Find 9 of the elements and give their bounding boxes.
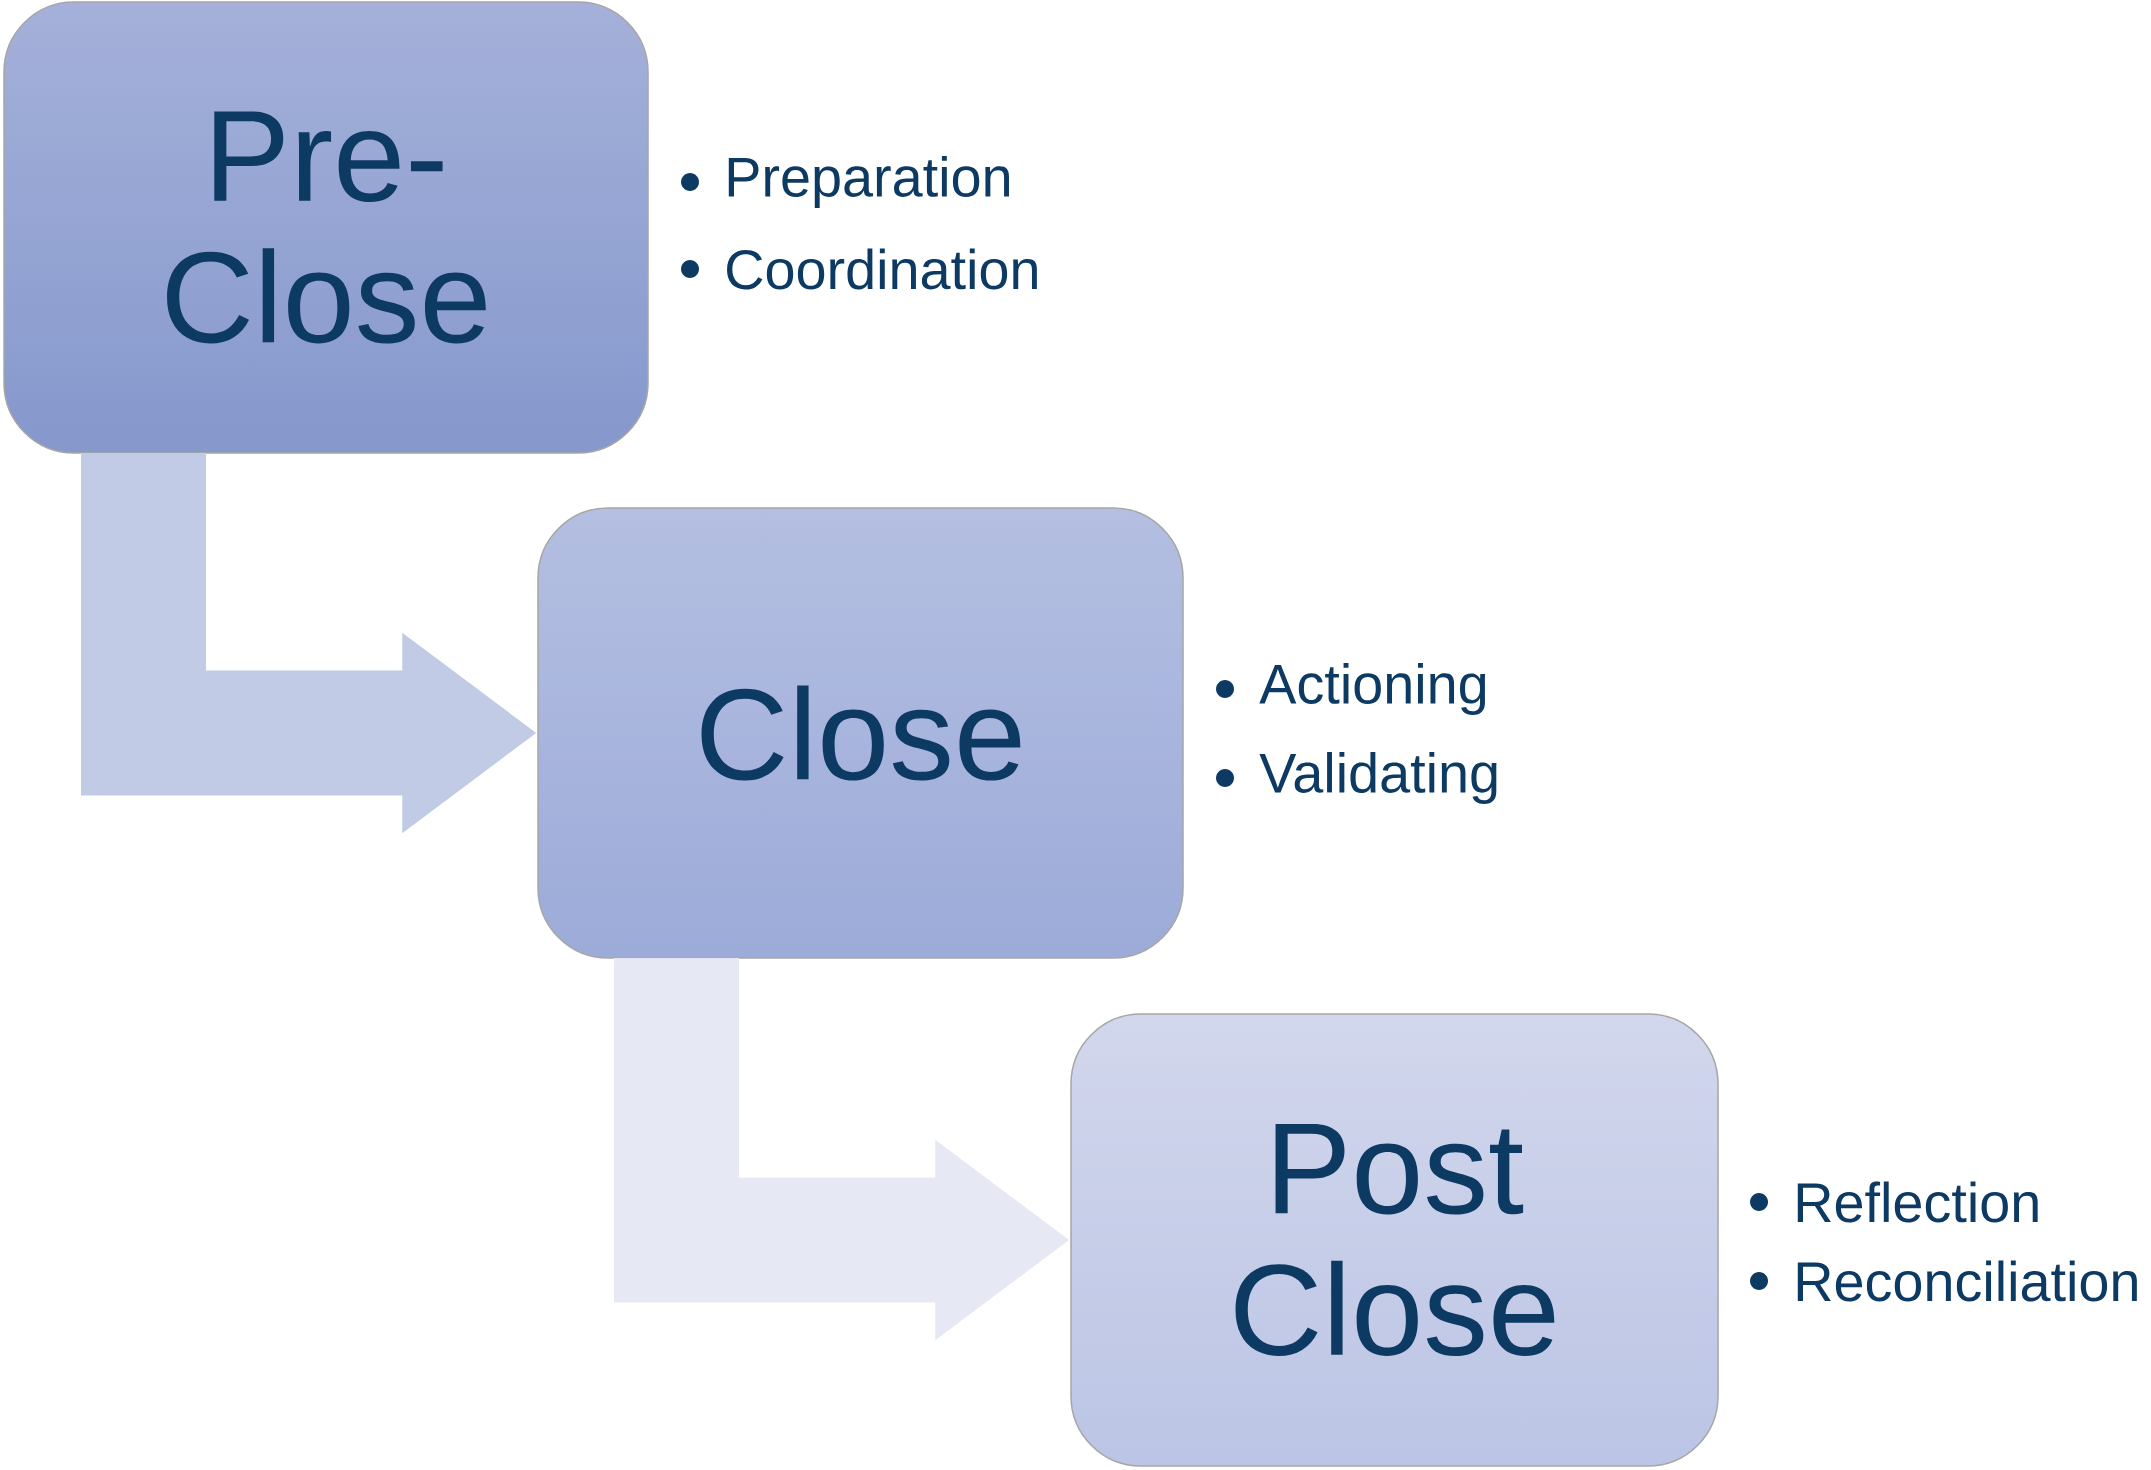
bullet-item: Validating bbox=[1259, 751, 1497, 804]
bullet-item: Coordination bbox=[727, 248, 1037, 290]
bullet-item: Reflection bbox=[1797, 1181, 2038, 1223]
process-box: Pre- Close bbox=[3, 1, 649, 454]
process-box: Close bbox=[537, 507, 1184, 959]
process-box: Post Close bbox=[1070, 1013, 1719, 1467]
bullet-item: Preparation bbox=[728, 155, 1009, 208]
bullet-item: Actioning bbox=[1259, 662, 1486, 715]
bullet-item: Reconciliation bbox=[1797, 1260, 2137, 1302]
